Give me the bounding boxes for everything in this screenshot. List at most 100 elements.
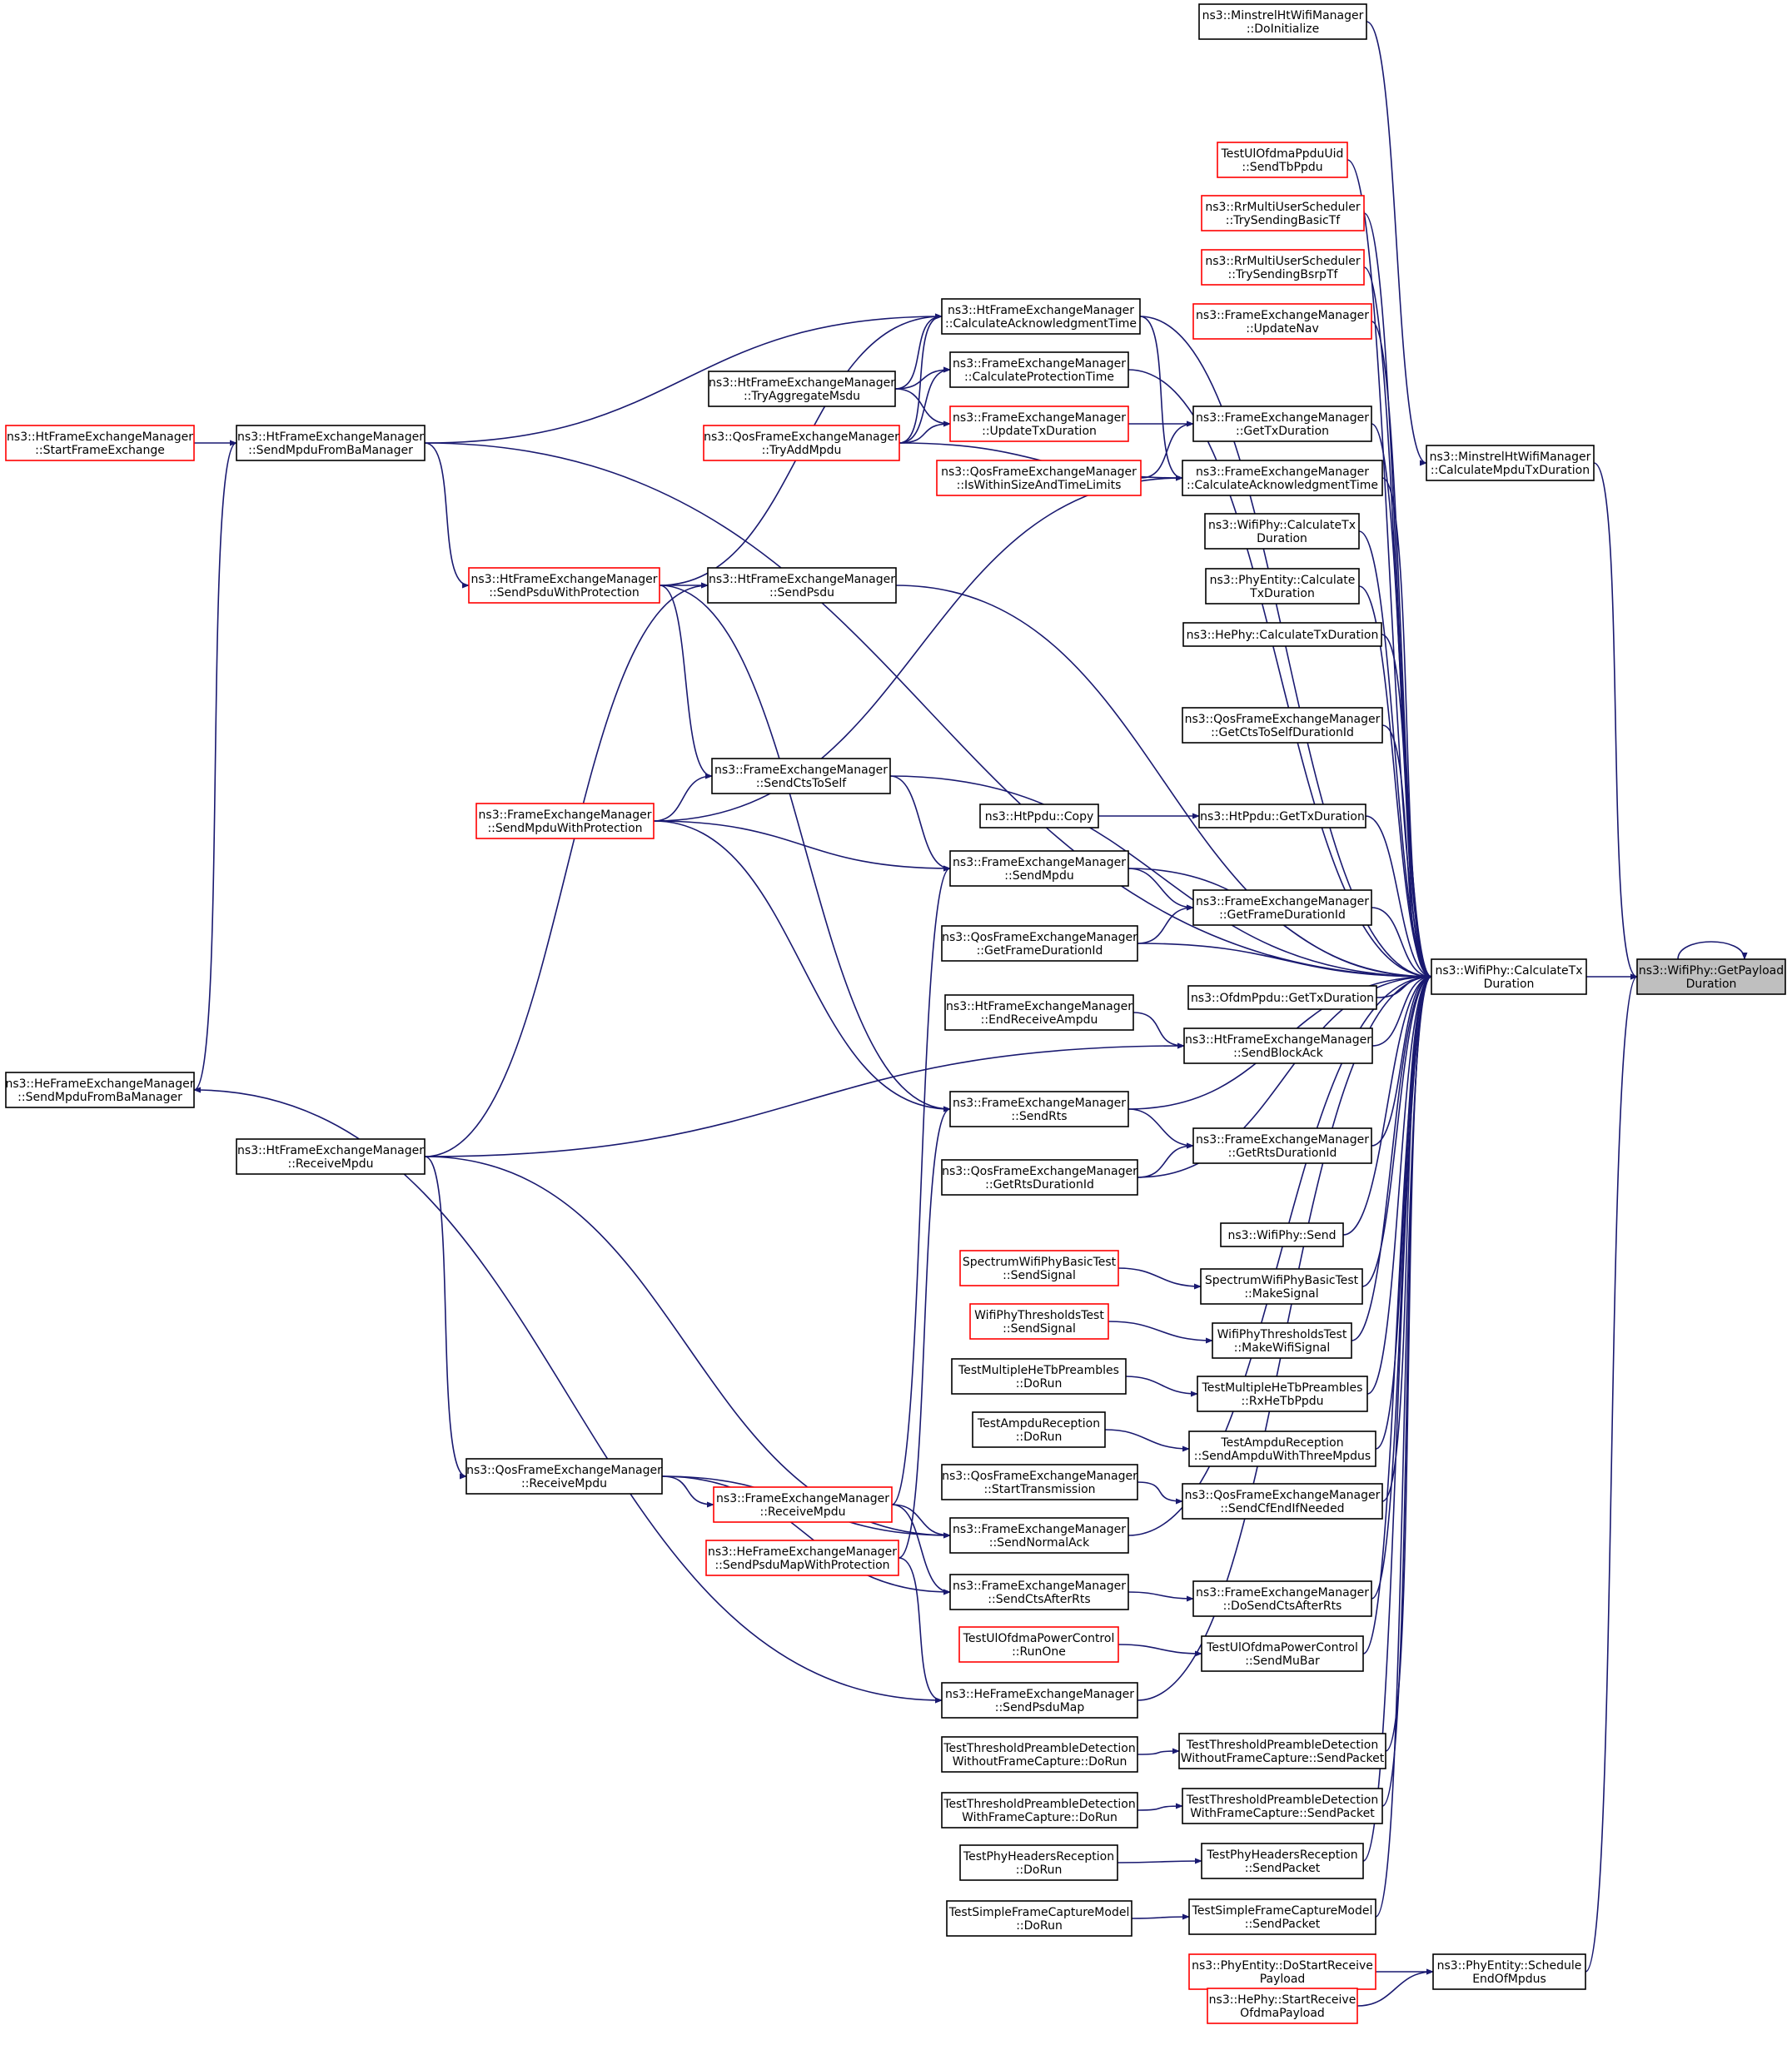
graph-node[interactable]: ns3::FrameExchangeManager::CalculateAckn… xyxy=(1182,460,1383,496)
graph-node[interactable]: ns3::FrameExchangeManager::SendNormalAck xyxy=(949,1517,1129,1554)
node-label: ::DoRun xyxy=(1016,1377,1063,1391)
graph-node[interactable]: ns3::QosFrameExchangeManager::GetRtsDura… xyxy=(941,1159,1138,1196)
graph-node[interactable]: ns3::FrameExchangeManager::ReceiveMpdu xyxy=(713,1486,893,1523)
graph-node[interactable]: ns3::WifiPhy::CalculateTxDuration xyxy=(1431,958,1587,995)
node-label: ns3::PhyEntity::DoStartReceive xyxy=(1192,1959,1373,1973)
graph-node[interactable]: TestThresholdPreambleDetectionWithoutFra… xyxy=(1178,1733,1386,1769)
graph-node[interactable]: TestPhyHeadersReception::DoRun xyxy=(959,1844,1118,1881)
node-label: WifiPhyThresholdsTest xyxy=(974,1309,1104,1322)
graph-node[interactable]: ns3::QosFrameExchangeManager::SendCfEndI… xyxy=(1182,1483,1383,1520)
graph-node[interactable]: TestMultipleHeTbPreambles::RxHeTbPpdu xyxy=(1197,1376,1368,1412)
node-box xyxy=(1432,1953,1586,1990)
graph-node[interactable]: ns3::HtFrameExchangeManager::SendPsduWit… xyxy=(468,567,660,604)
graph-node[interactable]: TestAmpduReception::DoRun xyxy=(972,1411,1106,1448)
call-edge xyxy=(193,1089,943,1704)
graph-node[interactable]: TestThresholdPreambleDetectionWithoutFra… xyxy=(941,1736,1138,1773)
graph-node[interactable]: ns3::WifiPhy::Send xyxy=(1220,1222,1344,1247)
graph-node[interactable]: ns3::QosFrameExchangeManager::ReceiveMpd… xyxy=(465,1458,663,1495)
graph-node[interactable]: TestSimpleFrameCaptureModel::DoRun xyxy=(946,1900,1132,1937)
graph-node[interactable]: ns3::FrameExchangeManager::SendMpduWithP… xyxy=(475,803,655,839)
graph-node[interactable]: SpectrumWifiPhyBasicTest::MakeSignal xyxy=(1200,1268,1363,1305)
call-edge xyxy=(1137,1142,1194,1178)
graph-node[interactable]: WifiPhyThresholdsTest::MakeWifiSignal xyxy=(1212,1322,1352,1359)
graph-node[interactable]: ns3::HtPpdu::GetTxDuration xyxy=(1198,804,1366,828)
node-label: WithoutFrameCapture::SendPacket xyxy=(1181,1752,1385,1765)
graph-node[interactable]: ns3::HtFrameExchangeManager::ReceiveMpdu xyxy=(236,1138,426,1175)
graph-node[interactable]: ns3::HtFrameExchangeManager::EndReceiveA… xyxy=(944,994,1134,1031)
graph-node[interactable]: TestMultipleHeTbPreambles::DoRun xyxy=(951,1358,1127,1395)
graph-node[interactable]: ns3::QosFrameExchangeManager::TryAddMpdu xyxy=(703,425,900,461)
graph-node[interactable]: ns3::HtFrameExchangeManager::StartFrameE… xyxy=(5,425,195,461)
graph-node[interactable]: TestAmpduReception::SendAmpduWithThreeMp… xyxy=(1188,1431,1376,1467)
node-label: ::ReceiveMpdu xyxy=(521,1477,607,1490)
graph-node[interactable]: TestPhyHeadersReception::SendPacket xyxy=(1201,1843,1364,1879)
graph-node[interactable]: ns3::PhyEntity::CalculateTxDuration xyxy=(1205,568,1360,605)
node-box xyxy=(236,425,426,461)
graph-node[interactable]: ns3::QosFrameExchangeManager::GetCtsToSe… xyxy=(1182,707,1383,744)
graph-node[interactable]: ns3::QosFrameExchangeManager::StartTrans… xyxy=(941,1464,1138,1500)
graph-node[interactable]: ns3::HtFrameExchangeManager::SendPsdu xyxy=(707,567,897,604)
graph-node[interactable]: ns3::HeFrameExchangeManager::SendMpduFro… xyxy=(5,1072,195,1108)
node-label: TestMultipleHeTbPreambles xyxy=(1202,1381,1363,1395)
graph-node[interactable]: ns3::OfdmPpdu::GetTxDuration xyxy=(1187,985,1377,1010)
graph-node[interactable]: ns3::RrMultiUserScheduler::TrySendingBsr… xyxy=(1201,249,1365,286)
graph-node[interactable]: SpectrumWifiPhyBasicTest::SendSignal xyxy=(959,1250,1119,1286)
graph-node[interactable]: ns3::HtFrameExchangeManager::SendMpduFro… xyxy=(236,425,426,461)
graph-node[interactable]: ns3::FrameExchangeManager::DoSendCtsAfte… xyxy=(1192,1580,1372,1617)
node-box xyxy=(465,1458,663,1495)
graph-node[interactable]: ns3::FrameExchangeManager::CalculateProt… xyxy=(949,351,1129,388)
node-label: ns3::RrMultiUserScheduler xyxy=(1205,255,1360,268)
graph-node[interactable]: ns3::HtFrameExchangeManager::CalculateAc… xyxy=(941,298,1141,335)
graph-node[interactable]: TestThresholdPreambleDetectionWithFrameC… xyxy=(941,1792,1138,1829)
graph-node[interactable]: WifiPhyThresholdsTest::SendSignal xyxy=(969,1303,1109,1340)
graph-node[interactable]: ns3::FrameExchangeManager::GetFrameDurat… xyxy=(1192,889,1372,926)
graph-node[interactable]: ns3::FrameExchangeManager::SendCtsAfterR… xyxy=(949,1574,1129,1610)
node-label: ns3::WifiPhy::CalculateTx xyxy=(1208,519,1356,532)
node-label: ::TryAddMpdu xyxy=(762,444,842,457)
node-label: ::SendMuBar xyxy=(1245,1654,1320,1668)
graph-node[interactable]: TestUlOfdmaPowerControl::SendMuBar xyxy=(1201,1635,1364,1672)
graph-node[interactable]: ns3::QosFrameExchangeManager::IsWithinSi… xyxy=(936,460,1142,496)
call-edge xyxy=(424,442,1432,980)
graph-node[interactable]: ns3::HtFrameExchangeManager::SendBlockAc… xyxy=(1183,1027,1373,1064)
graph-node[interactable]: TestUlOfdmaPowerControl::RunOne xyxy=(958,1626,1119,1663)
call-edge xyxy=(1371,973,1432,1047)
graph-node[interactable]: ns3::FrameExchangeManager::SendRts xyxy=(949,1091,1129,1127)
graph-node[interactable]: ns3::FrameExchangeManager::UpdateNav xyxy=(1192,303,1372,340)
graph-node[interactable]: ns3::WifiPhy::CalculateTxDuration xyxy=(1204,513,1360,550)
graph-node[interactable]: ns3::MinstrelHtWifiManager::CalculateMpd… xyxy=(1426,445,1595,481)
graph-node[interactable]: ns3::HePhy::CalculateTxDuration xyxy=(1182,622,1382,647)
graph-node[interactable]: TestSimpleFrameCaptureModel::SendPacket xyxy=(1188,1898,1376,1935)
graph-node[interactable]: ns3::MinstrelHtWifiManager::DoInitialize xyxy=(1198,3,1367,40)
graph-node[interactable]: ns3::HeFrameExchangeManager::SendPsduMap xyxy=(941,1682,1138,1719)
node-box xyxy=(1220,1222,1344,1247)
call-edge xyxy=(1366,21,1427,466)
node-box xyxy=(1188,1431,1376,1467)
node-label: ::GetTxDuration xyxy=(1236,425,1329,438)
graph-node[interactable]: TestUlOfdmaPpduUid::SendTbPpdu xyxy=(1217,142,1348,178)
graph-node[interactable]: ns3::FrameExchangeManager::SendCtsToSelf xyxy=(711,758,891,794)
graph-node[interactable]: ns3::QosFrameExchangeManager::GetFrameDu… xyxy=(941,925,1138,962)
node-label: ::TrySendingBsrpTf xyxy=(1228,268,1339,281)
node-label: Duration xyxy=(1257,532,1307,545)
graph-node[interactable]: TestThresholdPreambleDetectionWithFrameC… xyxy=(1182,1788,1383,1824)
graph-node[interactable]: ns3::FrameExchangeManager::UpdateTxDurat… xyxy=(949,406,1129,442)
node-box xyxy=(936,460,1142,496)
graph-node[interactable]: ns3::HeFrameExchangeManager::SendPsduMap… xyxy=(705,1540,899,1576)
graph-node[interactable]: ns3::FrameExchangeManager::SendMpdu xyxy=(949,850,1129,887)
graph-node[interactable]: ns3::HtFrameExchangeManager::TryAggregat… xyxy=(708,371,896,407)
graph-node[interactable]: ns3::FrameExchangeManager::GetRtsDuratio… xyxy=(1192,1127,1372,1164)
node-label: ns3::FrameExchangeManager xyxy=(1196,309,1369,322)
node-box xyxy=(1182,622,1382,647)
node-label: ns3::FrameExchangeManager xyxy=(716,1492,889,1505)
graph-node[interactable]: ns3::RrMultiUserScheduler::TrySendingBas… xyxy=(1201,195,1365,231)
node-box xyxy=(711,758,891,794)
call-edge xyxy=(1385,973,1432,1752)
graph-node[interactable]: ns3::HtPpdu::Copy xyxy=(979,804,1099,828)
graph-node[interactable]: ns3::FrameExchangeManager::GetTxDuration xyxy=(1192,406,1372,442)
call-edge xyxy=(1140,420,1194,479)
